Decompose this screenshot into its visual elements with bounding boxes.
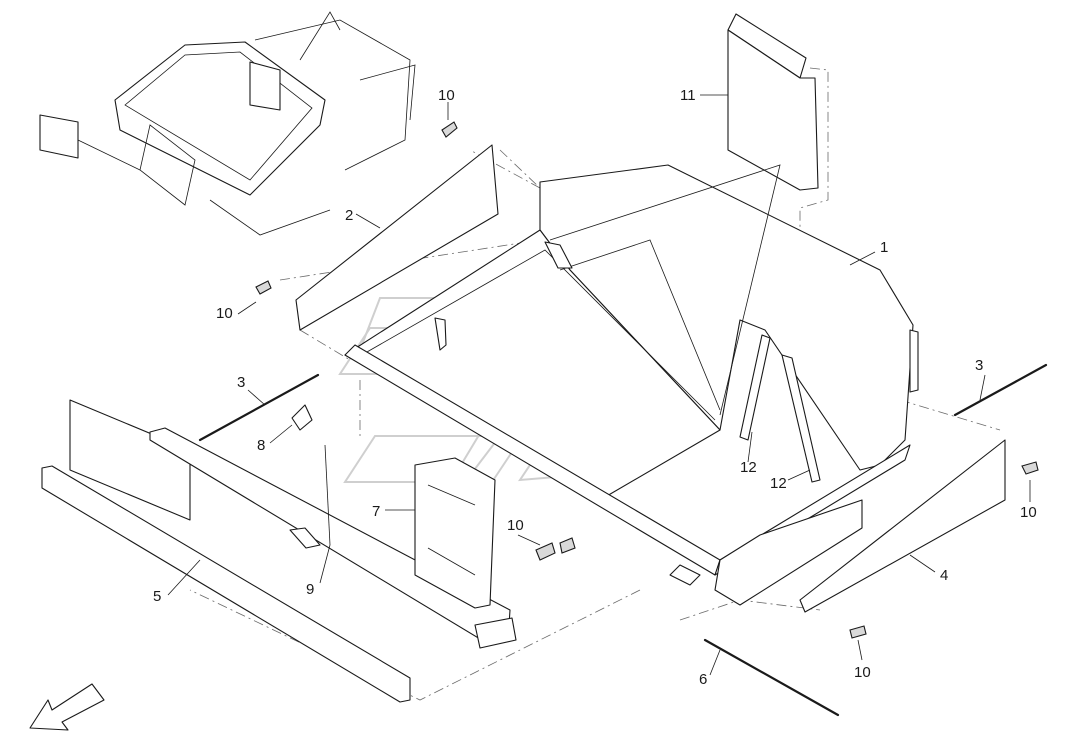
part-8-bracket	[291, 404, 313, 431]
part-9-rod	[289, 444, 331, 549]
hopper-overview-thumbnail	[39, 11, 416, 236]
part-7-door	[414, 457, 496, 609]
callout-4: 4	[940, 567, 948, 584]
callout-12-b: 12	[770, 475, 787, 492]
callout-6: 6	[699, 671, 707, 688]
callout-3-left: 3	[237, 374, 245, 391]
callout-labels: 1 2 3 3 4 5 6 7 8 9 10 10 10 10 10 11 12…	[153, 87, 1037, 688]
callout-7: 7	[372, 503, 380, 520]
callout-10-left: 10	[216, 305, 233, 322]
callout-10-center: 10	[507, 517, 524, 534]
callout-12-a: 12	[740, 459, 757, 476]
part-12-strip-b	[781, 354, 821, 483]
part-6-rod	[703, 638, 840, 717]
leader-lines	[167, 94, 1031, 676]
callout-2: 2	[345, 207, 353, 224]
part-12-strip-a	[739, 334, 771, 441]
part-11-cover	[727, 13, 819, 191]
callout-5: 5	[153, 588, 161, 605]
callout-10-bottom: 10	[854, 664, 871, 681]
callout-9: 9	[306, 581, 314, 598]
callout-11: 11	[680, 87, 696, 104]
front-direction-arrow-icon	[29, 683, 105, 731]
callout-1: 1	[880, 239, 888, 256]
callout-10-top: 10	[438, 87, 455, 104]
part-4-side-panel	[799, 439, 1006, 613]
callout-8: 8	[257, 437, 265, 454]
callout-3-right: 3	[975, 357, 983, 374]
part-2-side-panel	[295, 144, 499, 331]
callout-10-right: 10	[1020, 504, 1037, 521]
part-3-rod-right	[953, 363, 1048, 417]
part-1-hopper-body	[344, 164, 919, 606]
part-10-fasteners	[255, 121, 1039, 639]
part-5-rail	[41, 399, 517, 703]
part-3-rod-left	[198, 373, 320, 442]
